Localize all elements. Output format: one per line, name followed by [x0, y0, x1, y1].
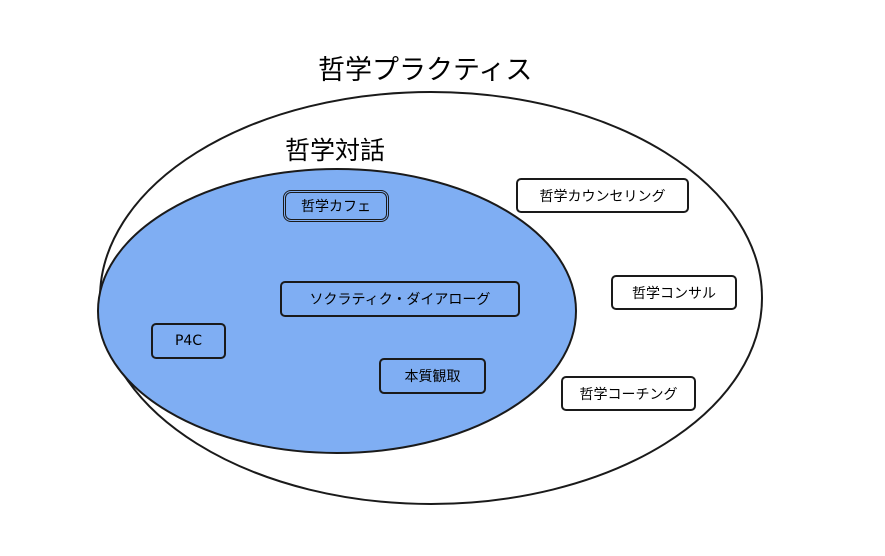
philosophical-consulting-box: 哲学コンサル — [611, 275, 737, 310]
socratic-dialogue-box: ソクラティク・ダイアローグ — [280, 281, 520, 317]
philosophical-practice-title: 哲学プラクティス — [318, 55, 533, 86]
philosophical-coaching-box: 哲学コーチング — [561, 376, 696, 411]
philosophical-dialogue-title: 哲学対話 — [285, 136, 386, 165]
essence-intuition-box: 本質観取 — [379, 358, 486, 394]
philosophical-counseling-box: 哲学カウンセリング — [516, 178, 689, 213]
p4c-box: P4C — [151, 323, 226, 359]
philosophy-cafe-box: 哲学カフェ — [283, 190, 389, 222]
